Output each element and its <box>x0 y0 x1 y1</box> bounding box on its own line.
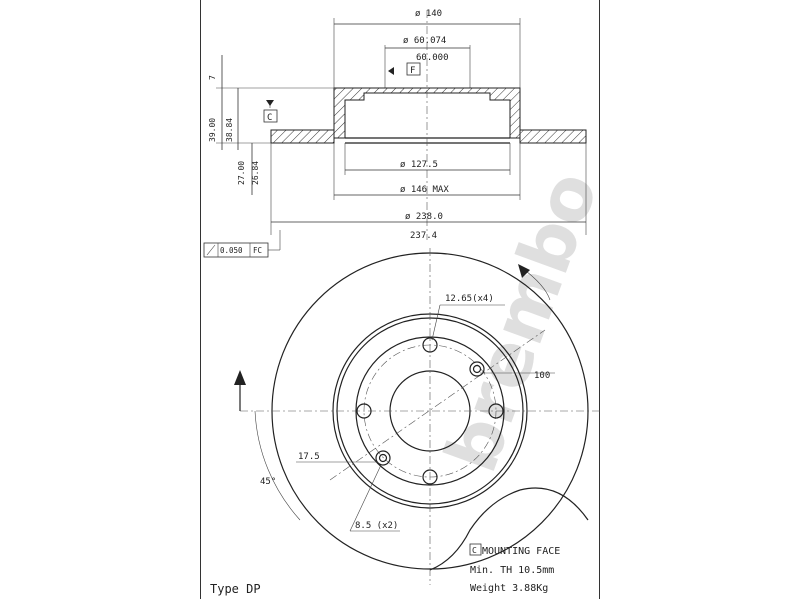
bolt-hole-bottom <box>422 469 438 485</box>
bolt-hole-left <box>356 403 372 419</box>
dim-238: ø 238.0 <box>405 212 443 222</box>
datum-f-label: F <box>410 66 415 76</box>
dim-7: 7 <box>208 75 217 80</box>
offset-label: 17.5 <box>298 452 320 462</box>
dim-146-max: ø 146 MAX <box>400 185 449 195</box>
runout-ref: FC <box>253 246 262 255</box>
pin-hole-label: 8.5 (x2) <box>355 521 398 531</box>
angle-label: 45° <box>260 477 276 487</box>
bolt-hole-right <box>488 403 504 419</box>
dim-140-label: ø 140 <box>415 9 442 19</box>
min-thickness-label: Min. TH 10.5mm <box>470 565 554 576</box>
dim-26-84: 26.84 <box>251 161 260 185</box>
pin-hole-2 <box>375 450 391 466</box>
datum-c-label: C <box>267 113 272 123</box>
runout-value: 0.050 <box>220 246 243 255</box>
front-view: 12.65(x4) 100 17.5 8.5 (x2) 45° <box>234 248 600 585</box>
drawing-frame <box>200 0 600 599</box>
dim-39: 39.00 <box>208 118 217 142</box>
bolt-hole-label: 12.65(x4) <box>445 294 494 304</box>
weight-label: Weight 3.88Kg <box>470 583 548 594</box>
dim-38-84: 38.84 <box>225 118 234 142</box>
section-view: ø 140 ø 60.074 60.000 F C 7 39.00 38.84 <box>203 9 587 258</box>
mounting-face-key-box <box>469 543 482 556</box>
type-label: Type DP <box>210 582 261 596</box>
bolt-hole-top <box>422 337 438 353</box>
dim-127-5: ø 127.5 <box>400 160 438 170</box>
datum-c-box <box>263 109 278 123</box>
dim-bore-min: 60.000 <box>416 53 449 63</box>
dim-bore-max: ø 60.074 <box>403 36 446 46</box>
datum-f-box <box>406 62 421 76</box>
legend: C MOUNTING FACE Min. TH 10.5mm Weight 3.… <box>210 543 560 596</box>
dim-27: 27.00 <box>237 161 246 185</box>
mounting-face-key: C <box>472 546 477 555</box>
dim-237-4: 237.4 <box>410 231 437 241</box>
pin-hole-1 <box>469 361 485 377</box>
pcd-label: 100 <box>534 371 550 381</box>
mounting-face-label: MOUNTING FACE <box>482 546 560 557</box>
